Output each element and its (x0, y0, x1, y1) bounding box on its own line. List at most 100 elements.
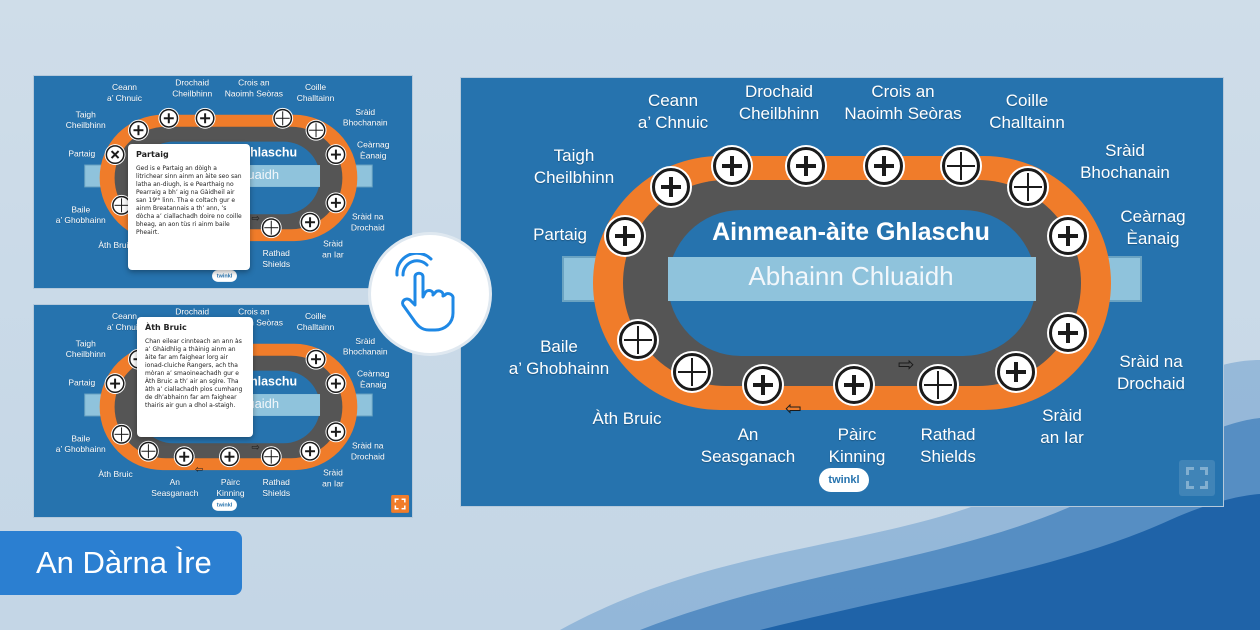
label-rathad: Rathad Shields (920, 425, 976, 466)
twinkl-logo: twinkl (212, 269, 237, 282)
info-popup-partaig: Partaig Ged is e Partaig an dòigh a litr… (128, 144, 250, 270)
popup-body: Ged is e Partaig an dòigh a litrichear s… (136, 165, 242, 236)
marker-ceann[interactable] (652, 168, 690, 206)
label-baile: Baile a’ Ghobhainn (508, 337, 610, 378)
marker-sraid-iar[interactable] (300, 212, 320, 232)
marker-coille[interactable] (273, 108, 293, 128)
close-icon[interactable] (105, 145, 125, 165)
label-sraid-bhochanain: Sràid Bhochanain (342, 107, 388, 128)
marker-seasganach[interactable] (174, 447, 194, 467)
marker-drochaid[interactable] (713, 147, 751, 185)
label-coille: Coille Challtainn (989, 91, 1065, 132)
river-label: Abhainn Chluaidh (748, 261, 954, 291)
label-cearnag: Ceàrnag Èanaig (357, 140, 390, 161)
board-main: Ainmean-àite Ghlaschu Abhainn Chluaidh C… (461, 78, 1223, 506)
label-crois: Crois an Naoimh Seòras (844, 82, 962, 123)
marker-pairc[interactable] (220, 447, 239, 467)
marker-sraid-drochaid[interactable] (1049, 314, 1087, 352)
label-ath-bruic: Àth Bruic (592, 409, 662, 428)
label-ceann: Ceann a’ Chnuic (637, 91, 709, 132)
label-ceann: Ceann a’ Chnuic (107, 82, 142, 103)
arrow-right-icon: ⇨ (251, 441, 260, 454)
info-popup-ath-bruic: Àth Bruic Chan eilear cinnteach an ann à… (137, 317, 253, 437)
marker-rathad[interactable] (261, 447, 281, 467)
label-cearnag: Ceàrnag Èanaig (357, 369, 390, 390)
label-drochaid: Drochaid Cheilbhinn (738, 82, 820, 123)
marker-crois[interactable] (195, 108, 215, 128)
marker-crois[interactable] (787, 147, 825, 185)
marker-cearnag[interactable] (326, 145, 346, 165)
arrow-left-icon: ⇦ (785, 396, 802, 420)
label-sraid-drochaid: Sràid na Drochaid (350, 441, 385, 462)
label-taigh: Taigh Cheilbhinn (65, 338, 106, 360)
marker-rathad[interactable] (919, 366, 957, 404)
board-title: Ainmean-àite Ghlaschu (712, 218, 990, 246)
marker-crois-2[interactable] (865, 147, 903, 185)
label-sraid-bhochanain: Sràid Bhochanain (1080, 141, 1170, 182)
marker-baile[interactable] (619, 321, 657, 359)
marker-sraid-bhochanain[interactable] (306, 120, 326, 140)
label-seasganach: An Seasganach (151, 477, 199, 498)
label-ceann: Ceann a’ Chnuic (107, 311, 142, 332)
label-rathad: Rathad Shields (262, 477, 291, 498)
label-partaig: Partaig (68, 378, 96, 388)
label-drochaid: Drochaid Cheilbhinn (172, 77, 213, 99)
marker-pairc[interactable] (835, 366, 873, 404)
marker-cearnag[interactable] (326, 374, 346, 394)
label-ath-bruic: Àth Bruic (98, 240, 133, 251)
marker-sraid-iar[interactable] (300, 441, 320, 461)
label-rathad: Rathad Shields (262, 248, 291, 269)
label-coille: Coille Challtainn (296, 82, 335, 103)
twinkl-logo: twinkl (819, 468, 869, 492)
label-baile: Baile a’ Ghobhainn (55, 204, 106, 226)
popup-title: Partaig (136, 150, 169, 159)
label-crois: Crois an Naoimh Seòras (224, 77, 283, 99)
label-partaig: Partaig (533, 225, 587, 244)
label-partaig: Partaig (68, 149, 96, 159)
marker-sraid-iar[interactable] (997, 353, 1035, 391)
marker-sraid-drochaid[interactable] (326, 422, 346, 442)
label-sraid-bhochanain: Sràid Bhochanain (342, 336, 388, 357)
arrow-left-icon: ⇦ (195, 463, 204, 476)
marker-coille[interactable] (942, 147, 980, 185)
label-taigh: Taigh Cheilbhinn (65, 109, 106, 131)
label-ath-bruic: Àth Bruic (98, 469, 133, 480)
marker-sraid-drochaid[interactable] (326, 193, 346, 213)
marker-drochaid[interactable] (159, 108, 179, 128)
label-baile: Baile a’ Ghobhainn (55, 433, 106, 455)
level-badge: An Dàrna Ìre (0, 531, 242, 595)
label-pairc: Pàirc Kinning (828, 425, 886, 466)
marker-baile[interactable] (112, 424, 131, 444)
marker-ath-bruic[interactable] (673, 353, 711, 391)
arrow-right-icon: ⇨ (898, 352, 915, 376)
label-coille: Coille Challtainn (296, 311, 335, 332)
tap-hand-icon (371, 235, 489, 353)
label-cearnag: Ceàrnag Èanaig (1120, 207, 1186, 248)
twinkl-logo: twinkl (212, 498, 237, 511)
marker-ath-bruic[interactable] (138, 441, 158, 461)
label-sraid-iar: Sràid an Iar (1040, 406, 1084, 447)
marker-sraid-bhochanain[interactable] (306, 349, 326, 369)
marker-partaig[interactable] (105, 374, 125, 394)
marker-cearnag[interactable] (1049, 217, 1087, 255)
fullscreen-icon[interactable] (391, 495, 410, 513)
label-taigh: Taigh Cheilbhinn (533, 146, 615, 187)
label-pairc: Pàirc Kinning (216, 477, 245, 498)
popup-body: Chan eilear cinnteach an ann às a’ Ghàid… (145, 338, 243, 409)
marker-seasganach[interactable] (744, 366, 782, 404)
label-seasganach: An Seasganach (700, 425, 796, 466)
label-sraid-drochaid: Sràid na Drochaid (350, 212, 385, 233)
label-sraid-iar: Sràid an Iar (322, 239, 344, 260)
board-graphic (562, 156, 1142, 410)
marker-rathad[interactable] (261, 218, 281, 238)
marker-sraid-bhochanain[interactable] (1009, 168, 1047, 206)
tap-hand-graphic (395, 253, 455, 332)
slide-main: Ainmean-àite Ghlaschu Abhainn Chluaidh C… (460, 77, 1224, 507)
popup-title: Àth Bruic (145, 323, 187, 332)
marker-ceann[interactable] (129, 120, 148, 140)
arrow-right-icon: ⇨ (251, 212, 260, 225)
fullscreen-icon[interactable] (1179, 460, 1215, 496)
marker-partaig[interactable] (606, 217, 644, 255)
label-sraid-iar: Sràid an Iar (322, 468, 344, 489)
